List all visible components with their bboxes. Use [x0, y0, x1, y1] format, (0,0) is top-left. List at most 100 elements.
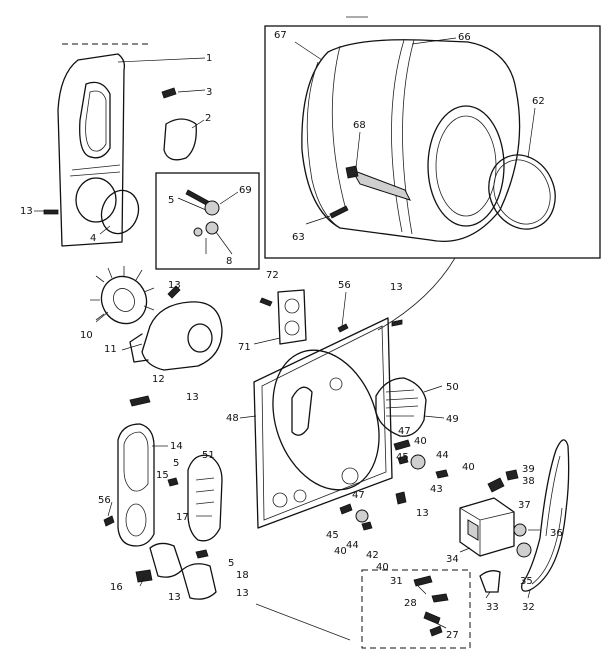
- rear-panel-port-2: [341, 467, 359, 485]
- callout-47-top: 47: [398, 426, 411, 437]
- bracket-screw: [259, 297, 273, 307]
- door-switch: [413, 575, 433, 587]
- callout-45-top: 45: [396, 452, 409, 463]
- motor: [459, 497, 515, 557]
- callout-66: 66: [458, 32, 471, 43]
- callout-45-lower: 45: [326, 530, 339, 541]
- callout-12: 12: [152, 374, 165, 385]
- blower-housing-opening: [187, 323, 213, 353]
- callout-4: 4: [90, 233, 96, 244]
- front-panel-ridge-2: [69, 171, 121, 177]
- drum-seam: [331, 45, 347, 211]
- lint-duct: [117, 423, 155, 547]
- front-panel: [57, 53, 126, 247]
- leader-27: [437, 623, 447, 629]
- drum-baffle: [350, 169, 411, 201]
- callout-63: 63: [292, 232, 305, 243]
- exhaust-bracket-hole-2: [284, 320, 300, 336]
- front-panel-screw: [43, 209, 59, 215]
- base-line: [255, 603, 351, 641]
- leader-34: [459, 547, 471, 553]
- drum-rear-seal-inner: [493, 159, 551, 225]
- rear-panel-clip: [337, 323, 349, 333]
- motor-face: [467, 519, 479, 541]
- leader-66: [411, 37, 457, 45]
- roller-inset-group: [155, 172, 260, 270]
- idler-nut: [435, 469, 449, 479]
- callout-56-top: 56: [338, 280, 351, 291]
- callout-37: 37: [518, 500, 531, 511]
- roller-washer: [205, 221, 219, 235]
- rear-panel-port: [329, 377, 343, 391]
- switch-inset-group: [361, 569, 471, 649]
- panel-clip: [161, 87, 177, 99]
- heater-screw: [195, 549, 209, 559]
- leader-4: [99, 225, 111, 235]
- callout-32: 32: [522, 602, 535, 613]
- heater-cover-perforations: [385, 389, 419, 417]
- callout-18: 18: [236, 570, 249, 581]
- idler-pulley: [410, 454, 426, 470]
- blower-group: [90, 266, 223, 371]
- duct-clip: [129, 395, 151, 407]
- drum-roller: [204, 200, 220, 216]
- callout-36: 36: [550, 528, 563, 539]
- blower-housing-duct: [129, 333, 149, 363]
- callout-13-left: 13: [20, 206, 33, 217]
- motor-clip: [135, 569, 153, 583]
- callout-3: 3: [206, 87, 212, 98]
- callout-5-duct: 5: [173, 458, 179, 469]
- drive-belt-inner: [531, 455, 563, 585]
- switch-inset-box: [361, 569, 471, 649]
- drum-belt-track-2: [402, 39, 415, 235]
- blower-wheel: [90, 266, 155, 325]
- idler-bolt: [393, 439, 411, 451]
- callout-1: 1: [206, 53, 212, 64]
- leader-8: [215, 231, 233, 255]
- callout-71: 71: [238, 342, 251, 353]
- callout-38: 38: [522, 476, 535, 487]
- callout-13-duct: 13: [186, 392, 199, 403]
- switch-plate: [431, 593, 449, 603]
- callout-49: 49: [446, 414, 459, 425]
- drum: [301, 39, 521, 243]
- rear-panel-slot: [291, 386, 313, 436]
- baffle-clip: [345, 165, 359, 179]
- callout-51: 51: [202, 450, 215, 461]
- callout-8: 8: [226, 256, 232, 267]
- callout-44-lower: 44: [346, 540, 359, 551]
- callout-15: 15: [156, 470, 169, 481]
- leader-11: [121, 343, 143, 351]
- idler-parts-group: [339, 439, 449, 531]
- lower-bolt: [361, 521, 373, 531]
- callout-14: 14: [170, 441, 183, 452]
- motor-pulley: [513, 523, 527, 537]
- callout-69: 69: [239, 185, 252, 196]
- drum-inset-group: [264, 25, 601, 259]
- idler-washer: [397, 455, 409, 465]
- leader-33: [485, 591, 491, 599]
- leader-28: [417, 585, 427, 595]
- duct-clip-2: [103, 515, 115, 527]
- blower-screw: [167, 285, 181, 299]
- callout-5-lower: 5: [228, 558, 234, 569]
- rear-panel: [253, 317, 393, 529]
- callout-13-blower: 13: [168, 280, 181, 291]
- leader-3: [177, 89, 206, 93]
- front-panel-lower-opening: [75, 177, 117, 223]
- exhaust-bracket-hole: [284, 298, 300, 314]
- switch-clip: [487, 477, 505, 493]
- duct-screw: [167, 477, 179, 487]
- front-seal: [100, 189, 140, 235]
- leader-56-left: [107, 501, 113, 517]
- blower-housing: [141, 301, 223, 371]
- callout-47-lower: 47: [352, 490, 365, 501]
- callout-10: 10: [80, 330, 93, 341]
- rear-panel-port-3: [272, 492, 288, 508]
- switch-screw-lower: [429, 625, 443, 637]
- drum-rear-opening-inner: [435, 115, 497, 217]
- front-panel-ridge: [71, 164, 121, 171]
- switch-screw: [505, 469, 519, 481]
- callout-72: 72: [266, 270, 279, 281]
- callout-35: 35: [520, 576, 533, 587]
